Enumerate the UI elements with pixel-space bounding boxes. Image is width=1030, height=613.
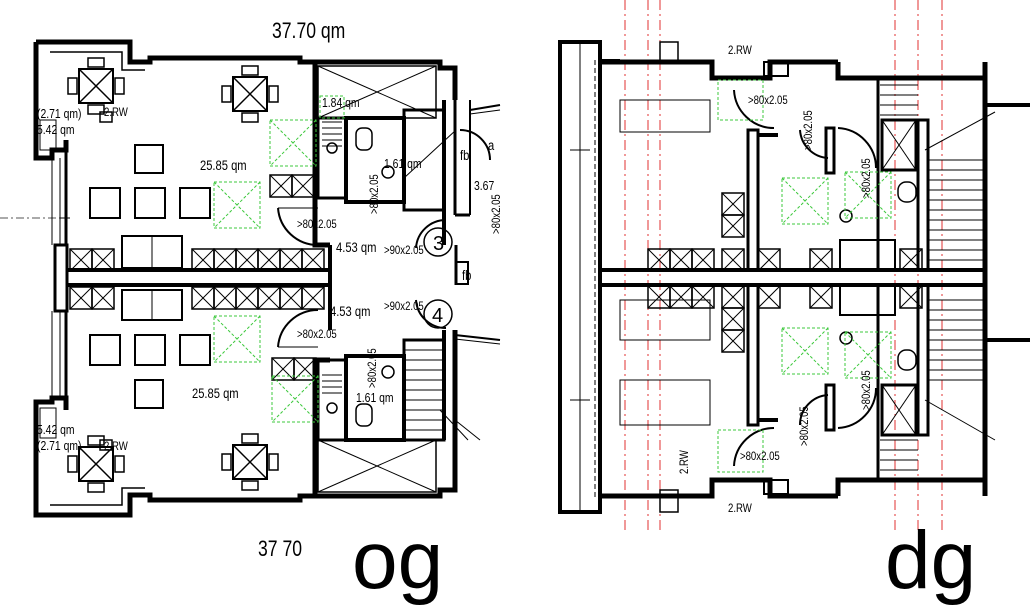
dg-door-2: >80x2.05 [740, 450, 780, 463]
dg-door-5: >80x2.05 [860, 370, 873, 410]
dg-door-1: >80x2.05 [748, 94, 788, 107]
og-door-7: >80x2.05 [490, 194, 503, 234]
og-rw-top: 2.RW [104, 106, 128, 119]
og-hall-top-area: 4.53 qm [336, 240, 376, 255]
og-door-3: >90x2.05 [384, 244, 424, 257]
og-unit-3: 3 [433, 233, 444, 255]
og-door-5: >80x2.05 [366, 348, 379, 388]
og-bath-bottom-area: 1.61 qm [356, 391, 394, 405]
dg-furniture-zones [717, 79, 892, 473]
dg-rw-left: 2.RW [678, 450, 691, 474]
og-area-bottom: 37 70 [258, 537, 302, 561]
og-plan [0, 39, 501, 518]
og-living-bottom-area: 25.85 qm [192, 386, 239, 401]
og-area-top: 37.70 qm [272, 19, 345, 43]
og-unit-4: 4 [432, 305, 443, 327]
og-fb-tag-2: fb [462, 268, 471, 283]
og-living-top-area: 25.85 qm [200, 158, 247, 173]
og-side-area: 3.67 [474, 179, 494, 193]
og-door-4: >80x2.05 [368, 174, 381, 214]
dg-plan [558, 0, 1030, 530]
og-door-1: >80x2.05 [297, 218, 337, 231]
og-a-tag: a [488, 138, 495, 153]
og-balcony-top-b: 5.42 qm [37, 123, 75, 137]
dg-rw-top: 2.RW [728, 44, 752, 57]
dg-door-6: >80x2.05 [798, 406, 811, 446]
og-door-2: >80x2.05 [297, 328, 337, 341]
dg-title: dg [885, 515, 976, 606]
og-furniture-zones [213, 95, 345, 423]
og-balcony-top-a: (2.71 qm) [37, 107, 82, 121]
og-labels: 37.70 qm 37 70 og 25.85 qm 25.85 qm 1.84… [37, 19, 503, 606]
dg-rw-bottom: 2.RW [728, 502, 752, 515]
og-corridor-area: 1.84 qm [322, 96, 360, 110]
dg-door-3: >80x2.05 [802, 110, 815, 150]
og-hall-bottom-area: 4.53 qm [330, 304, 370, 319]
og-title: og [352, 515, 443, 606]
og-rw-bottom: 2.RW [104, 440, 128, 453]
dg-door-4: >80x2.05 [860, 158, 873, 198]
og-balcony-bottom-a: 5.42 qm [37, 423, 75, 437]
og-fb-tag-1: fb [460, 148, 469, 163]
og-balcony-bottom-b: (2.71 qm) [37, 439, 82, 453]
og-door-6: >90x2.05 [384, 300, 424, 313]
og-bath-top-area: 1.61 qm [384, 157, 422, 171]
dg-labels: dg 2.RW 2.RW 2.RW >80x2.05 >80x2.05 >80x… [678, 44, 976, 606]
